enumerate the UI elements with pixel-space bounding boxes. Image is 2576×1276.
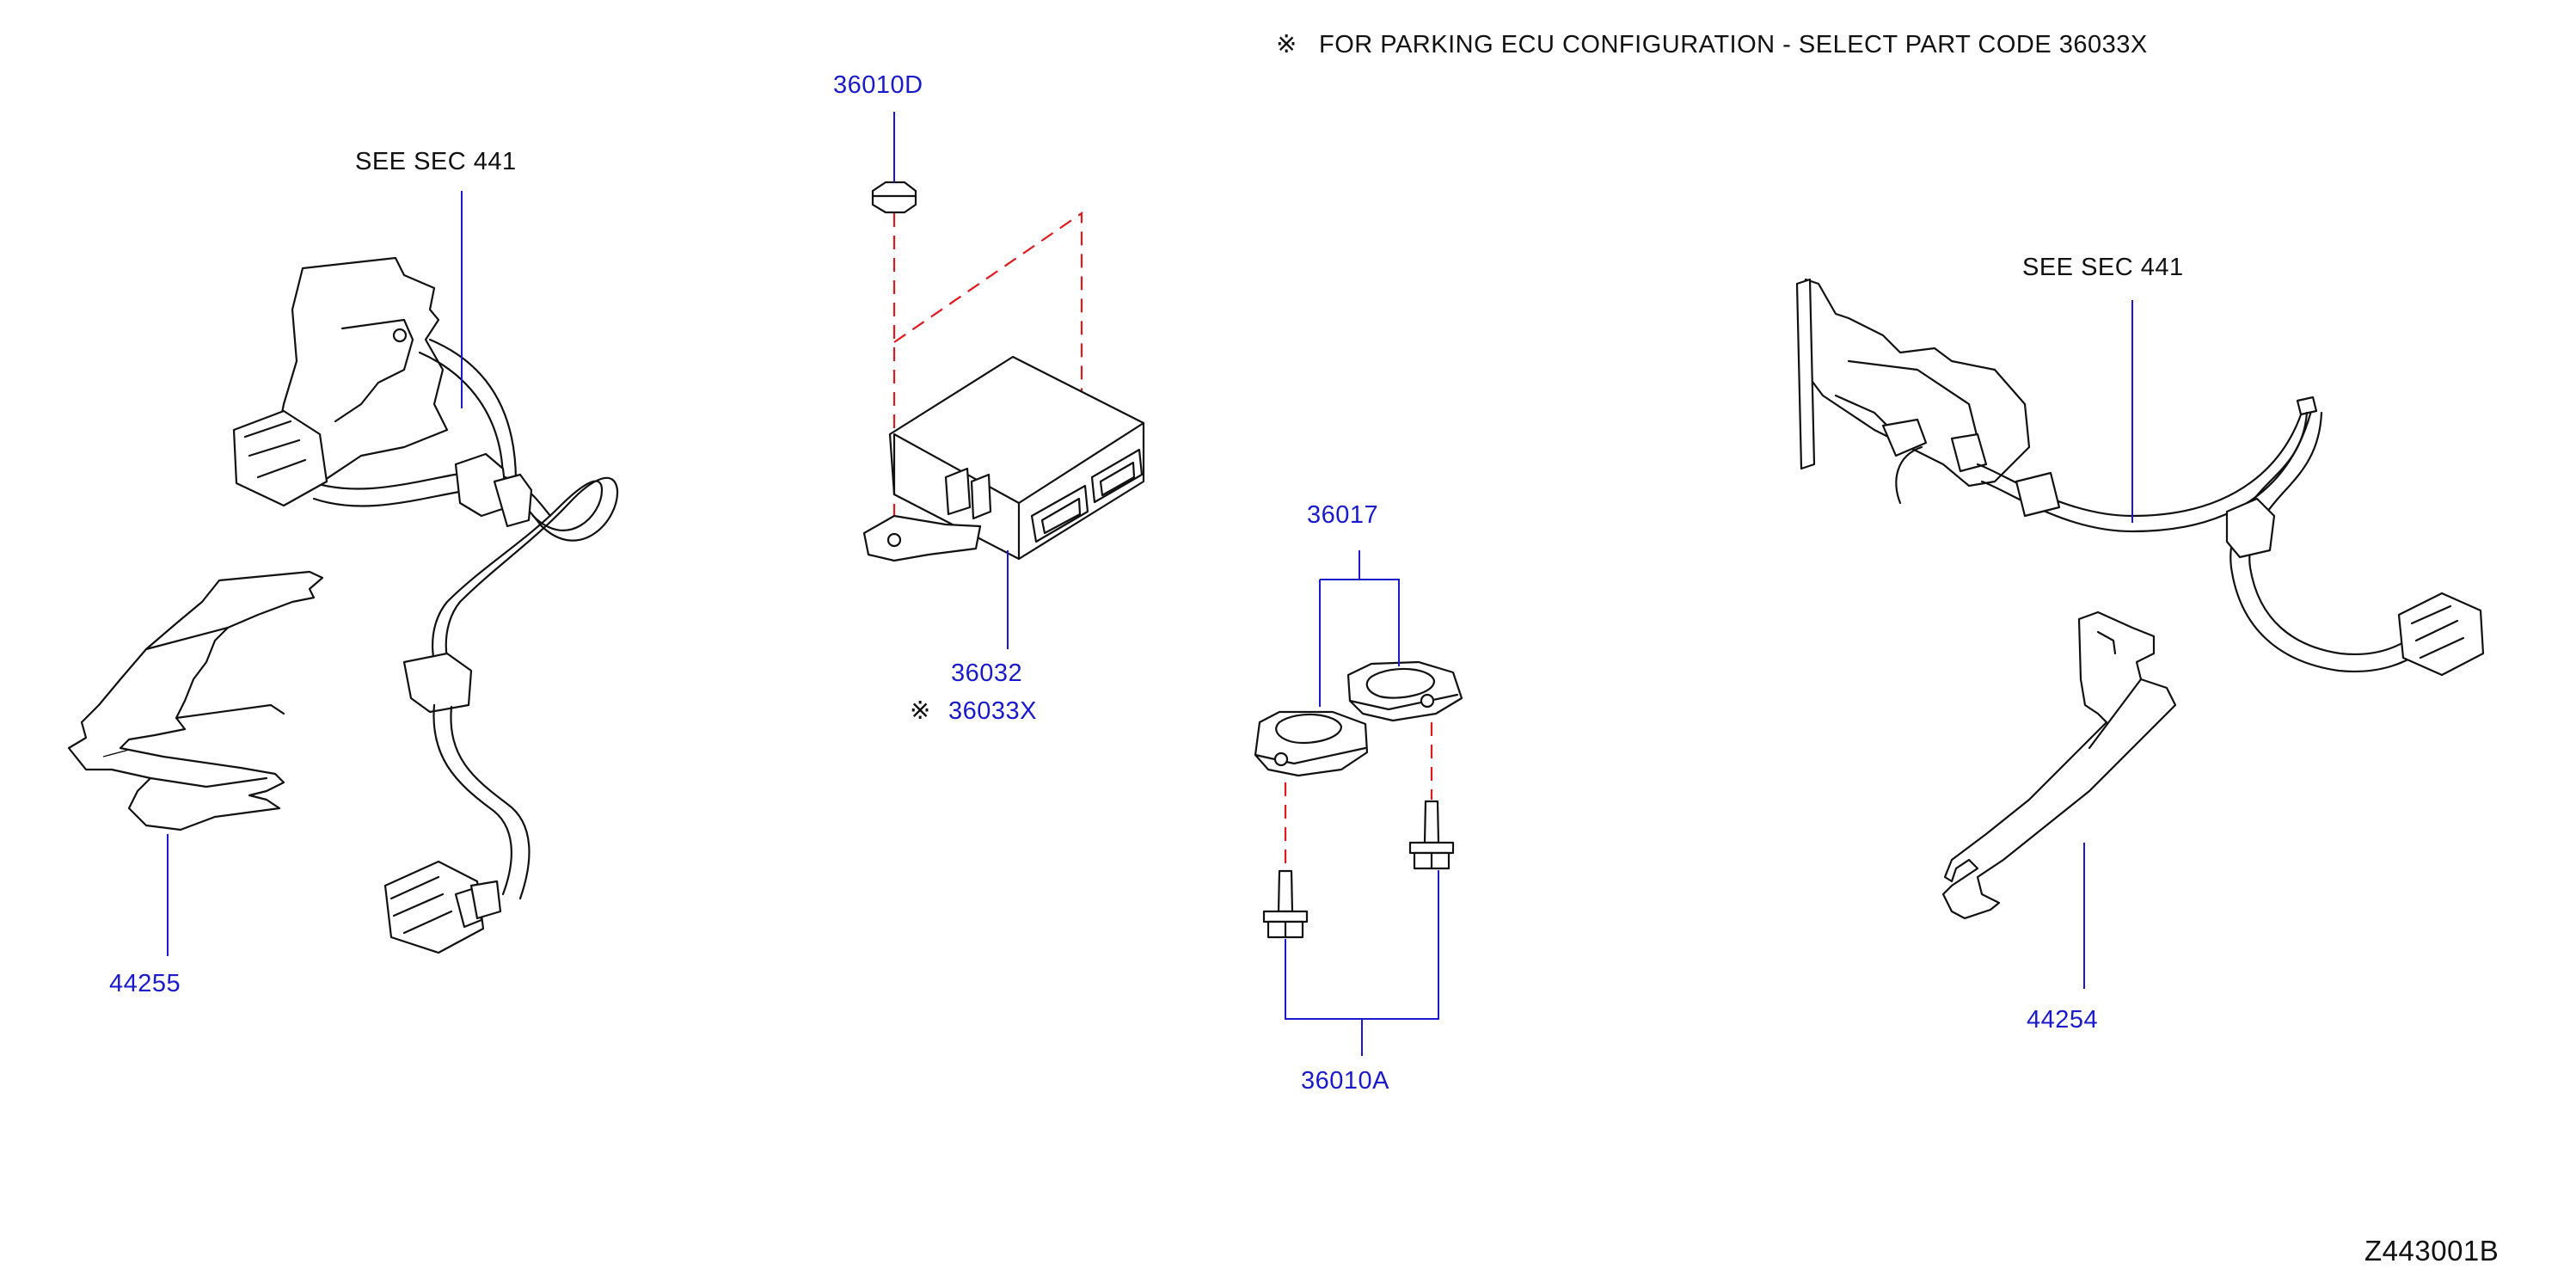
pads-36017 — [1254, 660, 1463, 777]
part-36033X-label: 36033X — [948, 697, 1037, 725]
see-sec-right-label: SEE SEC 441 — [2022, 254, 2184, 281]
right-wiring-harness — [1795, 278, 2485, 677]
bolts-36010A — [1262, 722, 1455, 939]
configuration-note: ※ FOR PARKING ECU CONFIGURATION - SELECT… — [1276, 31, 2148, 58]
note-text: FOR PARKING ECU CONFIGURATION - SELECT P… — [1319, 31, 2148, 58]
left-wiring-harness — [232, 256, 619, 954]
parking-ecu-36032 — [862, 181, 1145, 562]
part-44254-label: 44254 — [2027, 1006, 2098, 1034]
part-44255-label: 44255 — [109, 970, 181, 997]
part-36017-label: 36017 — [1307, 501, 1378, 529]
bracket-44255 — [67, 570, 324, 831]
see-sec-left-label: SEE SEC 441 — [355, 148, 517, 175]
part-36032-label: 36032 — [951, 659, 1022, 687]
diagram-id: Z443001B — [2364, 1235, 2499, 1267]
36017-leader — [1319, 550, 1400, 707]
part-36033X-mark: ※ — [910, 697, 931, 725]
bracket-44254 — [1941, 610, 2177, 920]
part-36010A-label: 36010A — [1301, 1067, 1389, 1095]
part-36010D-label: 36010D — [833, 71, 923, 99]
note-mark: ※ — [1276, 31, 1297, 58]
36010A-leader — [1285, 870, 1439, 1056]
